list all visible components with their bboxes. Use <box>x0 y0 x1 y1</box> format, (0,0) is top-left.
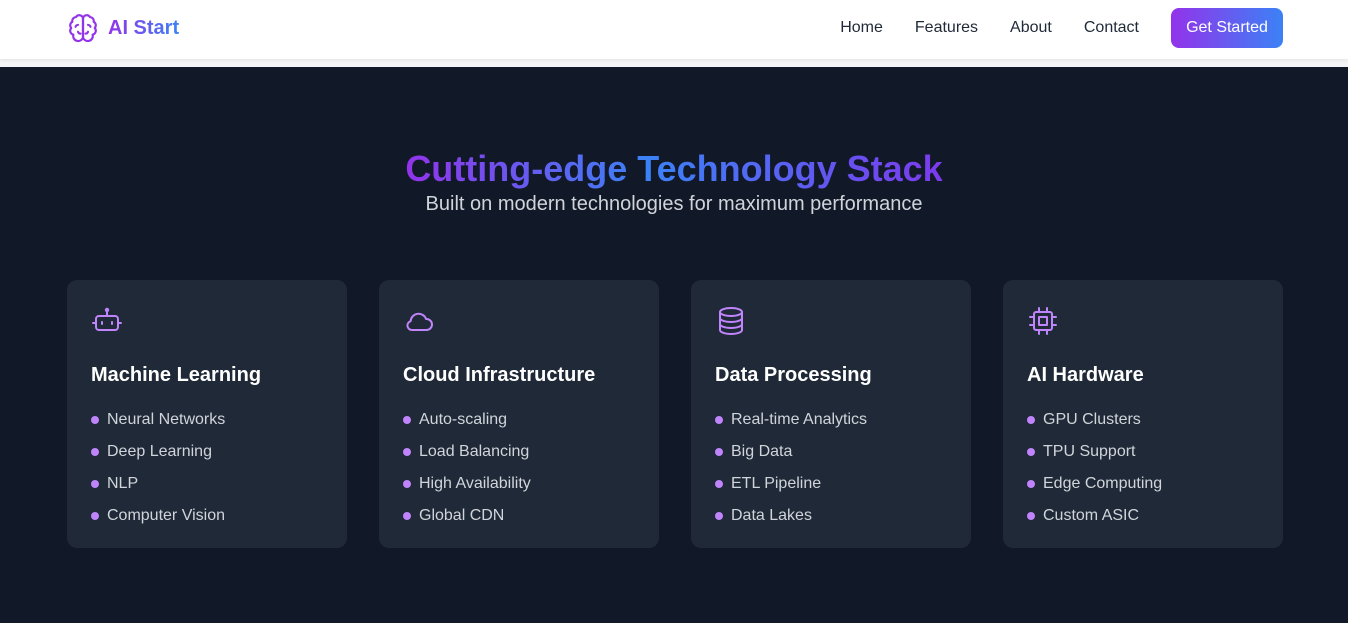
brand-name: AI Start <box>108 16 180 39</box>
main-nav: Home Features About Contact Get Started <box>840 0 1348 55</box>
card-machine-learning: Machine Learning Neural Networks Deep Le… <box>67 280 347 548</box>
list-item: Custom ASIC <box>1027 500 1162 532</box>
nav-link-home[interactable]: Home <box>840 18 883 36</box>
bullet-dot <box>403 480 411 488</box>
brand-logo-link[interactable]: AI Start <box>68 12 179 44</box>
list-item: Auto-scaling <box>403 404 531 436</box>
list-item-label: ETL Pipeline <box>731 475 822 492</box>
card-title: Data Processing <box>715 364 872 386</box>
list-item: TPU Support <box>1027 436 1162 468</box>
list-item-label: High Availability <box>419 475 531 492</box>
bullet-dot <box>91 448 99 456</box>
list-item: NLP <box>91 468 225 500</box>
list-item-label: Real-time Analytics <box>731 411 868 428</box>
list-item-label: Deep Learning <box>107 443 212 460</box>
bullet-dot <box>715 416 723 424</box>
list-item: Load Balancing <box>403 436 531 468</box>
card-title: Cloud Infrastructure <box>403 364 596 386</box>
bullet-dot <box>91 512 99 520</box>
nav-link-about[interactable]: About <box>1010 18 1052 36</box>
list-item-label: Neural Networks <box>107 411 226 428</box>
card-feature-list: GPU Clusters TPU Support Edge Computing … <box>1027 404 1162 532</box>
list-item-label: Global CDN <box>419 507 505 524</box>
list-item-label: Auto-scaling <box>419 411 508 428</box>
get-started-button[interactable]: Get Started <box>1171 7 1283 48</box>
bullet-dot <box>1027 448 1035 456</box>
list-item-label: Load Balancing <box>419 443 530 460</box>
list-item-label: Computer Vision <box>107 507 225 524</box>
list-item: Global CDN <box>403 500 531 532</box>
list-item: ETL Pipeline <box>715 468 867 500</box>
section-subtitle: Built on modern technologies for maximum… <box>425 193 923 215</box>
robot-icon <box>91 305 123 337</box>
cloud-icon <box>403 305 435 337</box>
bullet-dot <box>715 480 723 488</box>
section-title: Cutting-edge Technology Stack <box>0 146 1348 192</box>
list-item-label: Data Lakes <box>731 507 812 524</box>
card-cloud-infrastructure: Cloud Infrastructure Auto-scaling Load B… <box>379 280 659 548</box>
bullet-dot <box>91 416 99 424</box>
bullet-dot <box>91 480 99 488</box>
list-item: Edge Computing <box>1027 468 1162 500</box>
list-item-label: Custom ASIC <box>1043 507 1140 524</box>
card-title: Machine Learning <box>91 364 262 386</box>
list-item-label: TPU Support <box>1043 443 1136 460</box>
card-data-processing: Data Processing Real-time Analytics Big … <box>691 280 971 548</box>
brain-icon <box>69 14 97 43</box>
list-item: Deep Learning <box>91 436 225 468</box>
bullet-dot <box>1027 512 1035 520</box>
card-feature-list: Real-time Analytics Big Data ETL Pipelin… <box>715 404 867 532</box>
bullet-dot <box>1027 480 1035 488</box>
database-icon <box>715 305 747 337</box>
list-item: Big Data <box>715 436 867 468</box>
list-item: Real-time Analytics <box>715 404 867 436</box>
list-item-label: Big Data <box>731 443 793 460</box>
list-item-label: GPU Clusters <box>1043 411 1141 428</box>
list-item: GPU Clusters <box>1027 404 1162 436</box>
list-item: Neural Networks <box>91 404 225 436</box>
list-item: Data Lakes <box>715 500 867 532</box>
list-item-label: NLP <box>107 475 139 492</box>
card-title: AI Hardware <box>1027 364 1144 386</box>
nav-link-features[interactable]: Features <box>914 18 979 36</box>
section-title-text: Cutting-edge Technology Stack <box>405 148 943 189</box>
card-ai-hardware: AI Hardware GPU Clusters TPU Support Edg… <box>1003 280 1283 548</box>
card-feature-list: Auto-scaling Load Balancing High Availab… <box>403 404 531 532</box>
top-navbar: AI Start Home Features About Contact Get… <box>0 0 1348 59</box>
bullet-dot <box>403 448 411 456</box>
list-item: Computer Vision <box>91 500 225 532</box>
header-divider <box>0 59 1348 67</box>
list-item: High Availability <box>403 468 531 500</box>
nav-link-contact[interactable]: Contact <box>1083 18 1139 36</box>
card-feature-list: Neural Networks Deep Learning NLP Comput… <box>91 404 225 532</box>
bullet-dot <box>403 512 411 520</box>
bullet-dot <box>715 448 723 456</box>
bullet-dot <box>1027 416 1035 424</box>
tech-cards: Machine Learning Neural Networks Deep Le… <box>67 280 1283 548</box>
bullet-dot <box>403 416 411 424</box>
list-item-label: Edge Computing <box>1043 475 1163 492</box>
bullet-dot <box>715 512 723 520</box>
chip-icon <box>1027 305 1059 337</box>
